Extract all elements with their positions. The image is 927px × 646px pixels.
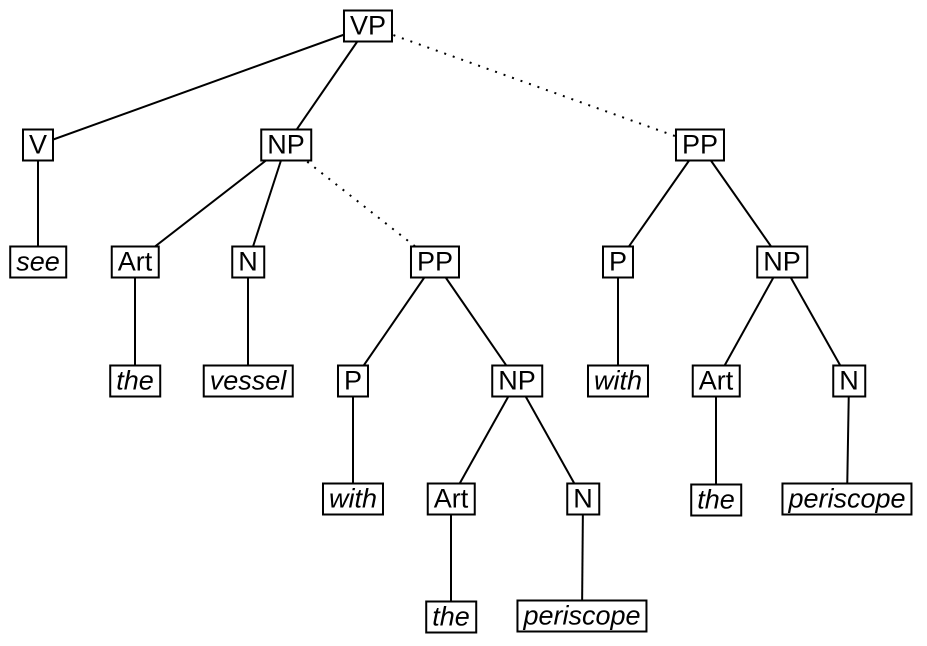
tree-node-p-np: P <box>336 364 370 398</box>
edge-vp-pp-vp-dotted <box>367 25 701 146</box>
tree-node-the-periscope-vp: the <box>690 483 742 517</box>
tree-node-n-vessel: N <box>231 245 265 279</box>
edge-np-obj-art-vessel <box>134 144 287 263</box>
tree-node-n-periscope-np: N <box>566 482 600 516</box>
edge-vp-np-obj <box>285 25 369 146</box>
tree-node-np-periscope-vp: NP <box>756 245 808 279</box>
tree-node-vessel: vessel <box>202 364 294 398</box>
tree-node-art-periscope-vp: Art <box>691 364 741 398</box>
tree-node-art-periscope-np: Art <box>426 482 476 516</box>
tree-node-np-obj: NP <box>260 128 312 162</box>
tree-node-np-periscope-np: NP <box>491 364 543 398</box>
edge-pp-np-np-periscope-np <box>434 261 518 382</box>
tree-node-art-vessel: Art <box>110 245 160 279</box>
tree-node-pp-vp: PP <box>674 128 726 162</box>
edge-n-periscope-vp-periscope-vp <box>846 380 850 500</box>
tree-node-with-np: with <box>321 482 385 516</box>
edge-pp-np-p-np <box>352 261 436 382</box>
edge-np-periscope-vp-n-periscope-vp <box>781 261 850 382</box>
tree-node-see: see <box>9 245 67 279</box>
edge-pp-vp-p-vp <box>617 144 701 263</box>
tree-node-periscope-vp: periscope <box>781 482 913 516</box>
tree-node-the-periscope-np: the <box>425 600 477 634</box>
tree-node-the-vessel: the <box>109 364 161 398</box>
edge-n-periscope-np-periscope-np <box>581 498 584 617</box>
tree-node-with-vp: with <box>586 364 650 398</box>
tree-node-p-vp: P <box>601 245 635 279</box>
tree-node-v: V <box>21 128 55 162</box>
tree-node-vp: VP <box>342 9 394 43</box>
edge-pp-vp-np-periscope-vp <box>699 144 783 263</box>
edge-vp-v <box>37 25 369 146</box>
tree-node-n-periscope-vp: N <box>832 364 866 398</box>
edge-np-obj-pp-np-dotted <box>285 144 436 263</box>
edge-np-periscope-np-art-periscope-np <box>450 380 518 500</box>
tree-node-pp-np: PP <box>409 245 461 279</box>
edge-np-obj-n-vessel <box>247 144 287 263</box>
tree-node-periscope-np: periscope <box>516 599 648 633</box>
edge-np-periscope-np-n-periscope-np <box>516 380 584 500</box>
edge-np-periscope-vp-art-periscope-vp <box>715 261 783 382</box>
